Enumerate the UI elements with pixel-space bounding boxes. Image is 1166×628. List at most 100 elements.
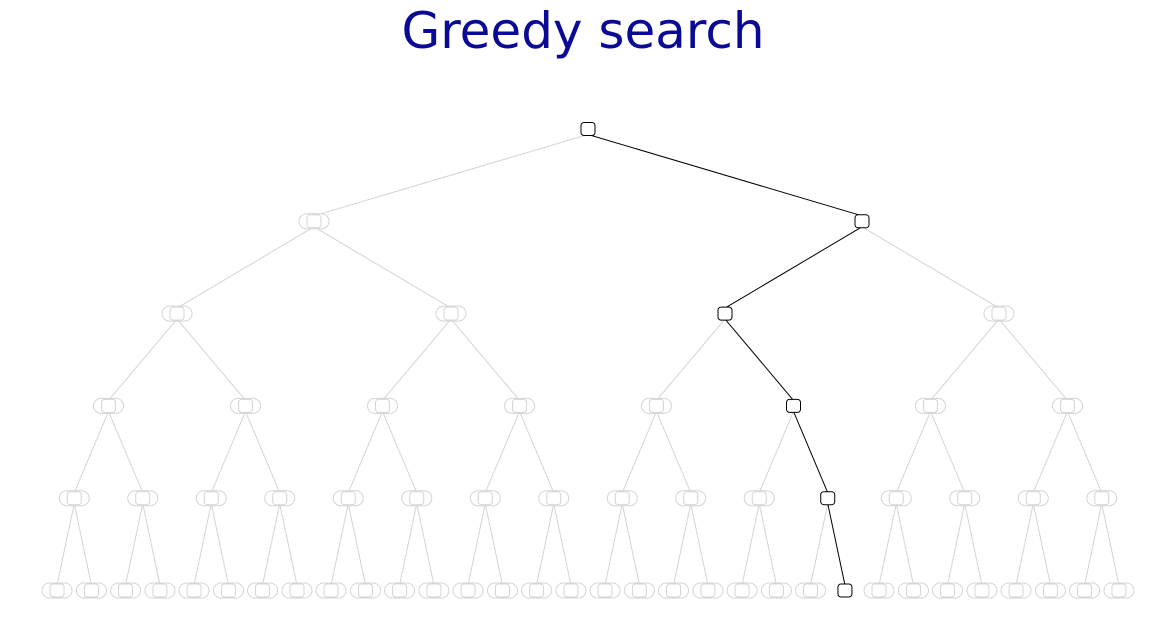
tree-node <box>863 582 895 599</box>
tree-node <box>178 582 210 599</box>
tree-edge <box>279 503 298 586</box>
tree-edge <box>347 503 366 586</box>
node-box <box>940 583 956 598</box>
tree-edge <box>56 503 75 586</box>
tree-edge <box>621 503 640 586</box>
tree-edge <box>553 503 572 586</box>
tree-edge <box>450 318 520 401</box>
node-box <box>323 583 339 598</box>
tree-node <box>966 582 998 599</box>
node-box <box>255 583 271 598</box>
node-box <box>443 306 459 321</box>
tree-edge <box>142 503 161 586</box>
node-box <box>1025 491 1041 506</box>
tree-edge <box>930 411 966 493</box>
tree-edge <box>964 503 983 586</box>
tree-edge <box>604 503 623 586</box>
tree-node <box>1017 490 1049 507</box>
tree-node <box>384 582 416 599</box>
node-box <box>666 583 682 598</box>
tree-node <box>332 490 364 507</box>
node-box <box>631 583 647 598</box>
tree-edge <box>758 411 794 493</box>
tree-edge <box>621 411 657 493</box>
node-box <box>375 398 390 413</box>
tree-node <box>264 490 296 507</box>
tree-node <box>195 490 227 507</box>
tree-edge-active <box>724 226 863 309</box>
tree-node <box>1034 582 1066 599</box>
tree-node <box>589 582 621 599</box>
node-box <box>888 491 904 506</box>
tree-node <box>435 305 467 322</box>
tree-node <box>897 582 929 599</box>
tree-node <box>41 582 73 599</box>
tree-node <box>743 490 775 507</box>
tree-node <box>452 582 484 599</box>
tree-edge <box>947 503 966 586</box>
tree-edge <box>73 503 92 586</box>
node-box <box>1111 583 1127 598</box>
node-box <box>734 583 750 598</box>
node-box <box>1060 398 1075 413</box>
tree-edge <box>690 503 709 586</box>
node-box <box>101 398 116 413</box>
tree-edge <box>1084 503 1103 586</box>
tree-node <box>298 213 330 230</box>
node-box <box>751 491 767 506</box>
tree-node <box>281 582 313 599</box>
tree-node <box>1052 397 1083 414</box>
tree-edge <box>313 226 452 309</box>
tree-node <box>418 582 450 599</box>
tree-edge <box>176 318 246 401</box>
tree-edge <box>758 503 777 586</box>
tree-node <box>555 582 587 599</box>
node-box <box>357 583 373 598</box>
tree-node-active <box>786 398 801 413</box>
node-box <box>152 583 168 598</box>
node-box <box>820 491 836 506</box>
node-box <box>1077 583 1093 598</box>
node-box <box>272 491 288 506</box>
tree-node <box>161 305 193 322</box>
node-box <box>803 583 819 598</box>
node-box <box>203 491 219 506</box>
tree-edge <box>878 503 897 586</box>
tree-edge <box>467 503 486 586</box>
tree-node <box>504 397 535 414</box>
node-box <box>238 398 253 413</box>
tree-node <box>932 582 964 599</box>
tree-node <box>606 490 638 507</box>
tree-edge-active <box>793 411 829 493</box>
tree-edge <box>193 503 212 586</box>
node-box <box>66 491 82 506</box>
tree-node-active <box>854 214 870 229</box>
tree-edge <box>895 411 931 493</box>
node-box <box>529 583 545 598</box>
node-box <box>1008 583 1024 598</box>
tree-edge <box>108 411 144 493</box>
tree-edge <box>108 318 178 401</box>
tree-edge <box>1101 503 1120 586</box>
tree-node <box>675 490 707 507</box>
node-box <box>186 583 202 598</box>
tree-node-active <box>837 583 853 598</box>
node-box <box>854 214 870 229</box>
node-box <box>837 583 853 598</box>
node-box <box>683 491 699 506</box>
tree-node <box>623 582 655 599</box>
node-box <box>700 583 716 598</box>
tree-edge <box>262 503 281 586</box>
node-box <box>957 491 973 506</box>
node-box <box>512 398 527 413</box>
tree-node <box>469 490 501 507</box>
tree-node <box>1103 582 1135 599</box>
node-box <box>392 583 408 598</box>
tree-edge <box>484 503 503 586</box>
tree-node <box>1000 582 1032 599</box>
tree-edge <box>930 318 1000 401</box>
tree-edge <box>313 134 589 217</box>
tree-edge <box>895 503 914 586</box>
tree-edge <box>1015 503 1034 586</box>
